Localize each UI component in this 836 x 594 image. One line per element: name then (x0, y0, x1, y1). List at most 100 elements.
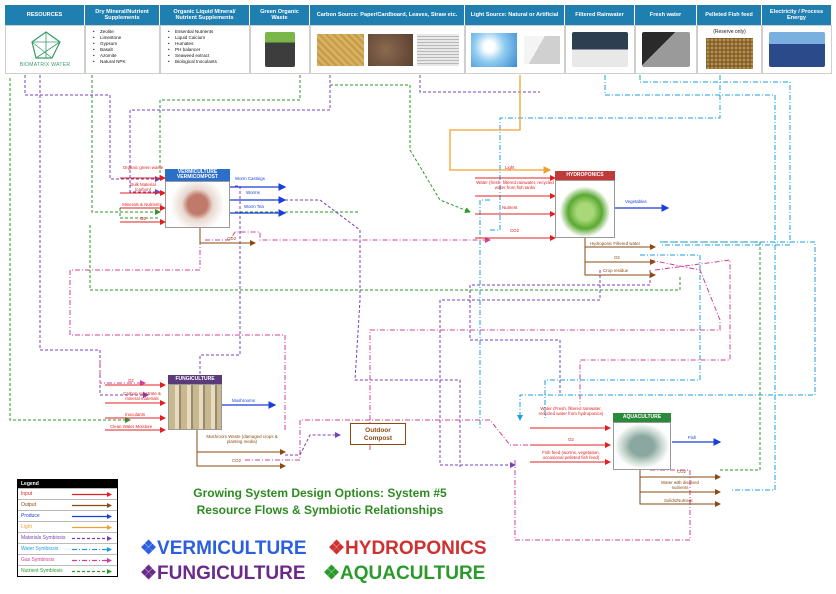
system-label: VERMICULTURE (157, 538, 307, 559)
diagram-title-line1: Growing System Design Options: System #5 (193, 486, 447, 500)
hydro-output-filtered-water: Hydroponic Filtered water (590, 241, 641, 246)
vermi-produce-worms: Worms (246, 190, 260, 195)
legend-label: Light (21, 524, 32, 530)
list-item: Essential Nutrients (168, 29, 245, 35)
system-symbol-icon: ❖ (140, 538, 158, 559)
list-item: Humates (168, 41, 245, 47)
rainwater-cell (565, 25, 635, 74)
aquaculture-input-arrows (530, 425, 611, 465)
aqua-output-solids: Solids/Nutrient (664, 498, 693, 503)
gas-symbiosis-lines (69, 231, 731, 541)
compost-bin-image (265, 32, 295, 67)
list-item: PH balancer (168, 47, 245, 53)
nutrient-symbiosis-lines (9, 75, 761, 471)
legend-line-swatch (72, 536, 112, 541)
grow-light-image (524, 36, 560, 64)
hydroponics-input-arrows (475, 175, 556, 241)
fungi-produce-mushrooms: Mushrooms (232, 398, 255, 403)
logo-text: BIOMATRIX WATER (19, 62, 71, 68)
system-aquaculture: ❖AQUACULTURE (323, 562, 485, 585)
system-label: AQUACULTURE (340, 563, 486, 584)
fungiculture-output-arrows (196, 430, 286, 469)
list-item: Seaweed extract (168, 53, 245, 59)
legend-row: Water Symbiosis (18, 543, 117, 554)
legend-row: Nutrient Symbiosis (18, 565, 117, 576)
fungi-input-o2: O2 (128, 378, 134, 383)
hydro-output-crop-residue: Crop residue (603, 268, 629, 273)
legend-label: Produce (21, 513, 40, 519)
header-filtered-rainwater: Filtered Rainwater (565, 5, 635, 25)
materials-symbiosis-lines (24, 75, 651, 468)
diagram-title-line2: Resource Flows & Symbiotic Relationships (196, 503, 444, 517)
water-tap-image (642, 32, 690, 67)
list-item: Basalt (93, 47, 155, 53)
hydro-input-nutrient: Nutrient (502, 205, 518, 210)
vermi-input-bulk-material: Bulk Material (carbon) (130, 182, 156, 192)
fungiculture-title: FUNGICULTURE (168, 375, 222, 384)
legend-label: Nutrient Symbiosis (21, 568, 63, 574)
list-item: Biological Inoculants (168, 59, 245, 65)
legend-line-swatch (72, 503, 112, 508)
mushroom-logs-image (168, 384, 222, 430)
header-liquid-supplements: Organic Liquid Mineral/ Nutrient Supplem… (160, 5, 250, 25)
dry-supplements-list: Zeolite Limestone Gypsum Basalt Azomite … (85, 25, 160, 74)
vermi-input-green-waste: Organic green waste (122, 165, 164, 170)
aqua-output-water: Water with disolved nutrients (661, 480, 699, 490)
worms-image (165, 181, 230, 228)
sun-image (471, 33, 517, 67)
header-resources: RESOURCES (5, 5, 85, 25)
legend-row: Gas Symbiosis (18, 554, 117, 565)
list-item: Azomite (93, 53, 155, 59)
hydro-input-light: Light (505, 165, 515, 170)
rainwater-image (572, 32, 628, 67)
header-fish-feed: Pelleted Fish feed (697, 5, 762, 25)
hydro-input-co2: CO2 (510, 228, 520, 233)
header-light-source: Light Source: Natural or Artificial (465, 5, 565, 25)
electricity-cell (762, 25, 832, 74)
vermi-input-o2: O2 (140, 216, 146, 221)
system-fungiculture: ❖FUNGICULTURE (140, 562, 306, 585)
aqua-input-fish-feed: Fish feed (worms, vegetation, occasional… (542, 450, 600, 460)
list-item: Zeolite (93, 29, 155, 35)
hydro-input-water: Water (fresh, filtered rainwater, recycl… (476, 180, 554, 190)
legend-line-swatch (72, 569, 112, 574)
solar-panel-image (769, 32, 825, 67)
fish-image (613, 422, 671, 470)
legend-label: Water Symbiosis (21, 546, 59, 552)
system-symbol-icon: ❖ (323, 563, 341, 584)
fungi-output-co2: CO2 (232, 458, 242, 463)
vermiculture-input-arrows (120, 175, 166, 225)
legend-label: Input (21, 491, 33, 497)
lettuce-image (555, 180, 615, 238)
vermi-output-co2: CO2 (227, 236, 237, 241)
system-hydroponics: ❖HYDROPONICS (328, 537, 487, 560)
legend-row: Light (18, 521, 117, 532)
aqua-input-water: Water (Fresh, filtered rainwater, recycl… (538, 406, 604, 416)
biomatrix-logo-icon (31, 31, 61, 59)
fungiculture-input-arrows (105, 382, 166, 433)
aqua-input-o2: O2 (568, 437, 574, 442)
system-label: FUNGICULTURE (157, 563, 306, 584)
fish-feed-cell: (Reserve only) (697, 25, 762, 74)
legend-row: Output (18, 499, 117, 510)
header-carbon-source: Carbon Source: Paper/Cardboard, Leaves, … (310, 5, 465, 25)
hydro-output-o2: O2 (614, 255, 620, 260)
hydroponics-title: HYDROPONICS (555, 171, 615, 180)
fungi-output-waste: Mushroom Waste (damaged crops & planting… (206, 434, 278, 444)
vermiculture-title: VERMICULTURE VERMICOMPOST (165, 169, 230, 181)
fresh-water-cell (635, 25, 697, 74)
legend-title: Legend (18, 480, 117, 488)
header-fresh-water: Fresh water (635, 5, 697, 25)
system-label: HYDROPONICS (345, 538, 487, 559)
hydroponics-output-arrows (584, 238, 656, 278)
vermi-input-minerals: Minerals & Nutrients (122, 202, 162, 207)
header-electricity: Electricity / Process Energy (762, 5, 832, 25)
aquaculture-title: AQUACULTURE (613, 413, 671, 422)
aqua-output-co2: CO2 (677, 469, 687, 474)
fish-feed-note: (Reserve only) (713, 29, 746, 35)
aquaculture-output-arrows (639, 470, 721, 507)
vermiculture-produce-arrows (230, 183, 287, 217)
legend-label: Materials Symbiosis (21, 535, 66, 541)
legend-line-swatch (72, 558, 112, 563)
